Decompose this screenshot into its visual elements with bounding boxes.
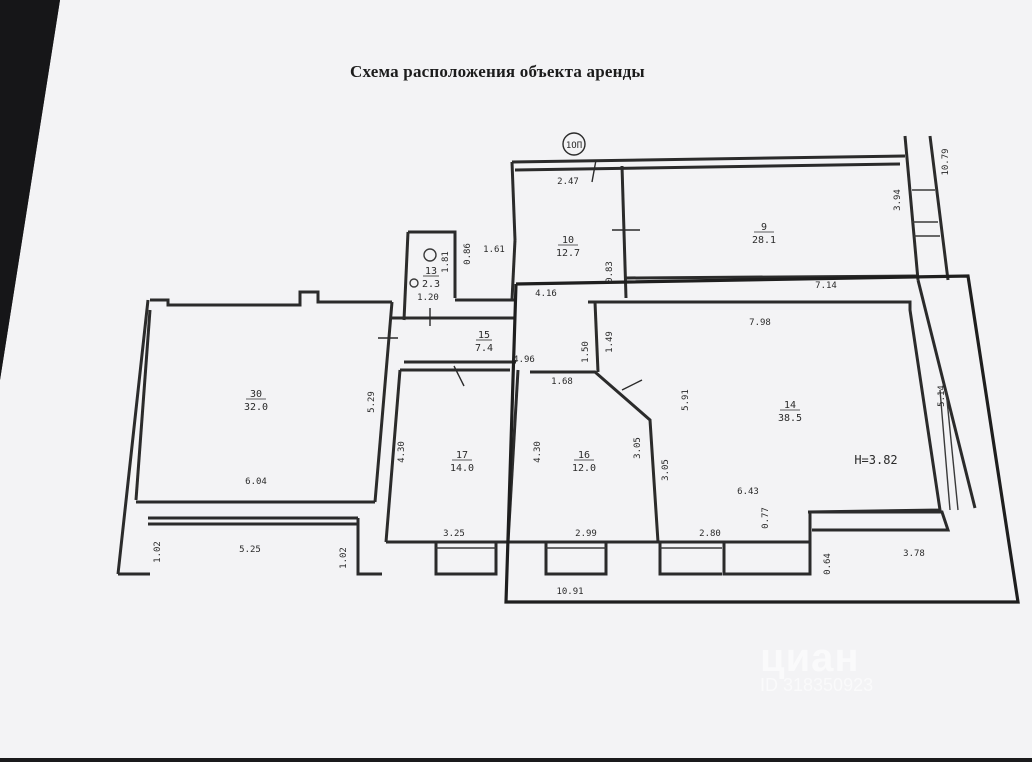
dim-label: 3.94 (893, 189, 903, 211)
watermark-brand: циан (760, 636, 860, 680)
room-16-area: 12.0 (572, 463, 596, 474)
table-background (0, 0, 60, 380)
wall-room16 (530, 370, 660, 543)
dim-label: 3.78 (903, 549, 925, 559)
dim-label: 7.14 (815, 281, 837, 291)
dim-label: 3.05 (661, 459, 671, 481)
wall-room10-9 (620, 165, 628, 299)
dim-label: 0.83 (605, 261, 615, 283)
dim-label: 0.77 (761, 507, 771, 529)
dim-label: 1.81 (441, 251, 451, 273)
dim-label: 7.98 (749, 318, 771, 328)
watermark: циан ID 318350923 (760, 636, 873, 696)
dim-label: 0.86 (463, 243, 473, 265)
wall-room30-right (373, 301, 394, 503)
ceiling-height-note: H=3.82 (854, 453, 897, 467)
room-17-area: 14.0 (450, 463, 474, 474)
door-marks (378, 159, 643, 391)
wall-room13-left (402, 231, 410, 321)
dim-label: 4.30 (533, 441, 543, 463)
wall-room10-left (510, 161, 517, 241)
stamp-text: 1ОП (566, 141, 582, 151)
dim-label: 4.16 (535, 289, 557, 299)
room-9-number: 9 (761, 222, 767, 233)
wall-top (511, 154, 906, 164)
dim-label: 5.14 (937, 385, 947, 407)
dim-label: 2.99 (575, 529, 597, 539)
dim-label: 10.79 (941, 148, 951, 175)
room-13-area: 2.3 (422, 279, 440, 290)
dim-label: 4.96 (513, 355, 535, 365)
page-title: Схема расположения объекта аренды (350, 62, 645, 81)
room-30-area: 32.0 (244, 402, 268, 413)
watermark-id: ID 318350923 (760, 675, 874, 695)
dim-label: 1.68 (551, 377, 573, 387)
dim-label: 1.20 (417, 293, 439, 303)
dim-label: 1.49 (605, 331, 615, 353)
room-30-number: 30 (250, 389, 262, 400)
room-14-number: 14 (784, 400, 796, 411)
dim-label: 1.50 (581, 341, 591, 363)
room-9-area: 28.1 (752, 235, 776, 246)
dim-label: 3.05 (633, 437, 643, 459)
dim-label: 2.47 (557, 177, 579, 187)
room-10-number: 10 (562, 235, 574, 246)
wall-room13 (408, 230, 457, 298)
dim-label: 10.91 (556, 587, 583, 597)
dim-label: 2.80 (699, 529, 721, 539)
dim-label: 5.29 (367, 391, 377, 413)
dimension-labels: 6.04 5.29 5.25 1.02 1.02 4.30 3.25 4.30 … (153, 148, 951, 597)
room-14-area: 38.5 (778, 413, 802, 424)
wall-room30-left-inner (134, 309, 152, 501)
dim-label: 5.91 (681, 389, 691, 411)
room-15-area: 7.4 (475, 343, 493, 354)
dim-label: 0.64 (823, 553, 833, 575)
room-13-number: 13 (425, 266, 437, 277)
wall-room17-left (384, 369, 402, 543)
wall-top-inner (514, 162, 901, 172)
wall-bottom-mid (356, 518, 382, 576)
wall-window-14 (812, 510, 951, 532)
wall-room14-left (593, 301, 600, 373)
dim-label: 6.43 (737, 487, 759, 497)
room-15-number: 15 (478, 330, 490, 341)
room-10-area: 12.7 (556, 248, 580, 259)
wall-details (409, 189, 959, 549)
wall-room30-top (150, 290, 392, 307)
dim-label: 4.30 (397, 441, 407, 463)
dim-label: 6.04 (245, 477, 267, 487)
dim-label: 5.25 (239, 545, 261, 555)
dim-label: 3.25 (443, 529, 465, 539)
dim-label: 1.61 (483, 245, 505, 255)
room-17-number: 17 (456, 450, 468, 461)
window-sill-14 (658, 542, 722, 576)
stamp-circle (562, 132, 586, 156)
dim-label: 1.02 (153, 541, 163, 563)
wall-right-top-outer (928, 135, 950, 281)
room-labels: 30 32.0 17 14.0 16 12.0 14 38.5 15 7.4 1… (244, 222, 802, 474)
lease-area-outline (504, 274, 1020, 604)
wall-left-outer (116, 299, 150, 575)
dim-label: 1.02 (339, 547, 349, 569)
walls (116, 135, 977, 576)
room-16-number: 16 (578, 450, 590, 461)
wall-room10-left-lower (510, 239, 517, 301)
wall-bump (722, 512, 812, 576)
window-sill-16 (544, 542, 608, 576)
wall-right-top (903, 135, 920, 281)
window-sill-17 (434, 542, 498, 576)
